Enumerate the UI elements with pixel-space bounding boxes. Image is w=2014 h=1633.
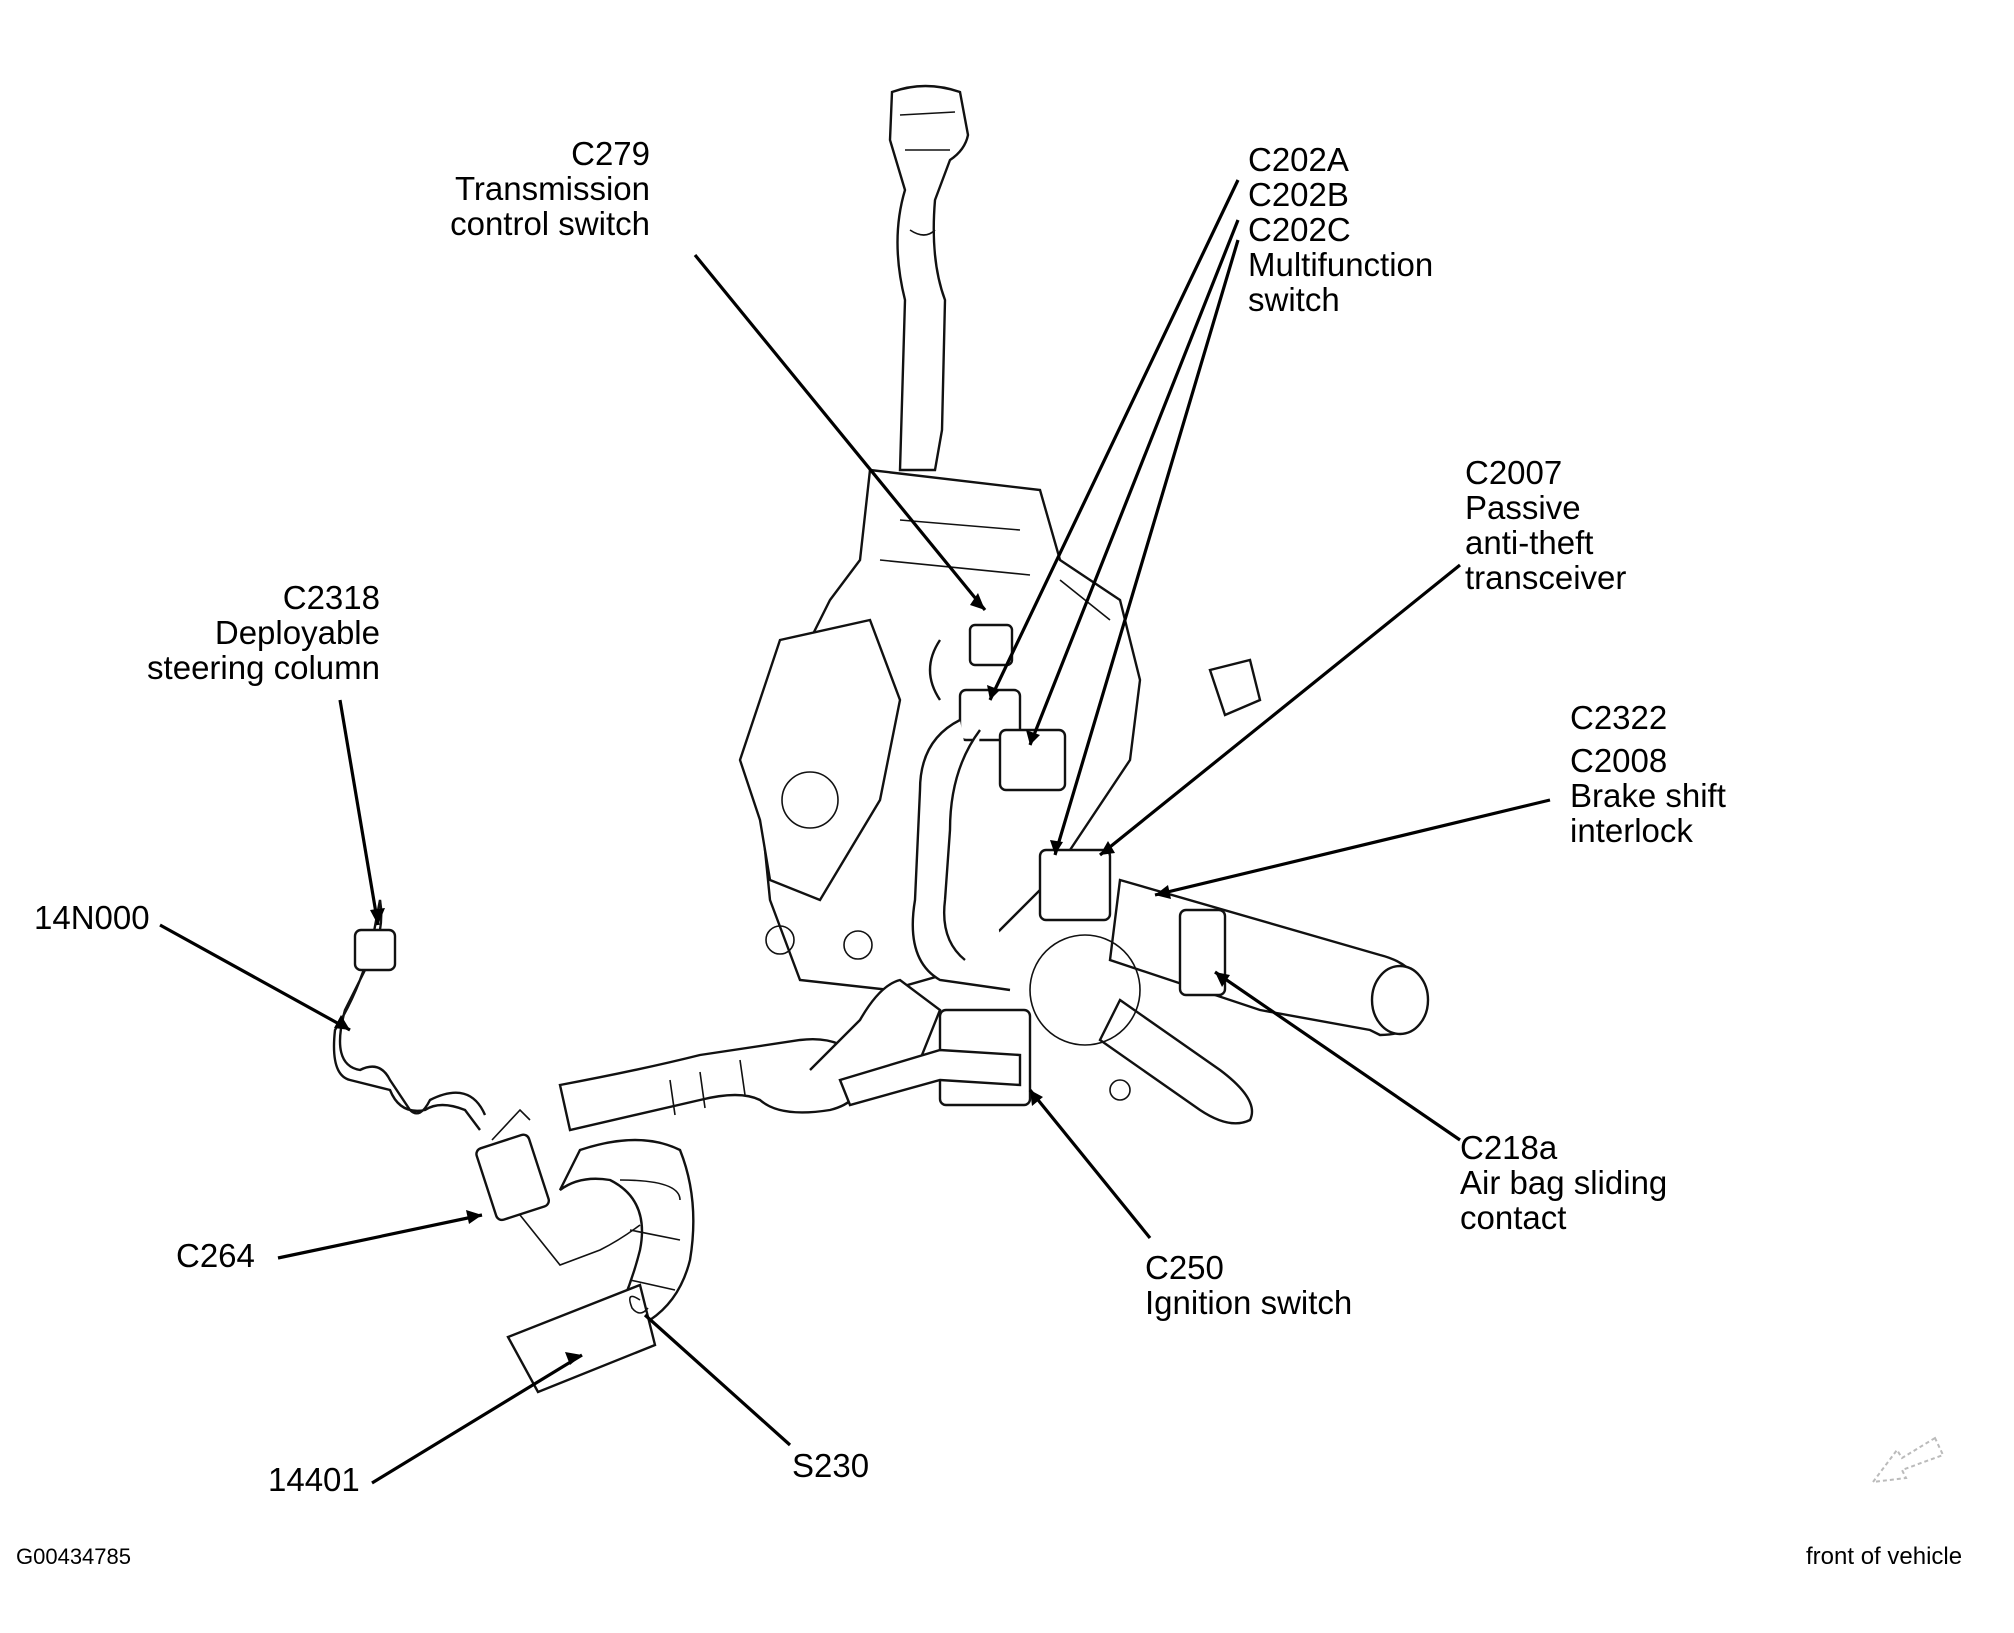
leader-14n000 [159,923,351,1032]
label-c218a-code: C218a [1460,1129,1558,1166]
label-14401: 14401 [268,1461,360,1498]
arrowhead-c250 [1030,1090,1043,1106]
arrowhead-c264 [466,1210,482,1224]
arrowhead-14401 [565,1352,582,1365]
leader-c218a [1214,970,1461,1142]
label-c2322-line1: Brake shift [1570,777,1726,814]
label-c279-code: C279 [571,135,650,172]
label-c2322: C2322 C2008 Brake shift interlock [1570,700,1726,848]
leader-c2318 [338,699,380,926]
arrowhead-c2322 [1155,885,1171,899]
leader-c2007 [1098,563,1462,857]
label-c2318-line1: Deployable [214,614,380,651]
label-c202c: C202C [1248,211,1351,248]
leader-c202b [1028,219,1240,746]
label-c2322-code: C2322 [1570,699,1668,736]
leader-c250 [1028,1088,1152,1240]
leader-14401 [371,1353,583,1485]
label-c2007: C2007 Passive anti-theft transceiver [1465,455,1626,595]
label-c202-line2: switch [1248,281,1340,318]
arrowhead-c202c [1050,840,1063,855]
label-c250-code: C250 [1145,1249,1224,1286]
label-c250-line1: Ignition switch [1145,1284,1353,1321]
figure-id: G00434785 [16,1544,131,1569]
label-c2007-line3: transceiver [1465,559,1627,596]
orientation-label: front of vehicle [1806,1543,1963,1570]
arrowhead-c2007 [1100,841,1115,855]
label-c264: C264 [176,1237,255,1274]
label-c2318-line2: steering column [147,649,380,686]
label-c2007-line1: Passive [1465,489,1581,526]
label-c250: C250 Ignition switch [1145,1250,1352,1320]
leader-c264 [277,1213,483,1260]
arrowhead-c2318 [370,908,385,925]
label-c218a-line2: contact [1460,1199,1567,1236]
leader-c279 [693,253,987,612]
leader-c202a [988,179,1240,701]
label-c279-line2: control switch [450,205,650,242]
label-c279: C279 Transmission control switch [430,136,650,241]
leader-c202c [1053,239,1240,856]
label-c2007-line2: anti-theft [1465,524,1594,561]
arrowhead-c279 [970,593,985,610]
arrow-icon [1870,1436,1945,1484]
arrowhead-14n000 [334,1015,350,1030]
label-c202: C202A C202B C202C Multifunction switch [1248,142,1433,317]
wiring-harness [332,639,1022,1394]
leader-lines [159,179,1551,1485]
label-c218a-line1: Air bag sliding [1460,1164,1668,1201]
label-c279-line1: Transmission [455,170,650,207]
arrowhead-c218a [1215,972,1230,987]
label-14n000: 14N000 [34,899,150,936]
label-s230: S230 [792,1447,870,1484]
leader-c2322 [1154,798,1551,897]
label-c2318: C2318 Deployable steering column [120,580,380,685]
leader-s230 [643,1313,792,1447]
label-c202-line1: Multifunction [1248,246,1434,283]
arrowhead-c202b [1026,730,1040,745]
label-c2007-code: C2007 [1465,454,1563,491]
label-c218a: C218a Air bag sliding contact [1460,1130,1667,1235]
label-c202b: C202B [1248,176,1349,213]
label-c2008-code: C2008 [1570,742,1668,779]
label-c2322-line2: interlock [1570,812,1693,849]
arrowhead-c202a [987,685,1000,700]
label-c2318-code: C2318 [282,579,380,616]
label-c202a: C202A [1248,141,1349,178]
